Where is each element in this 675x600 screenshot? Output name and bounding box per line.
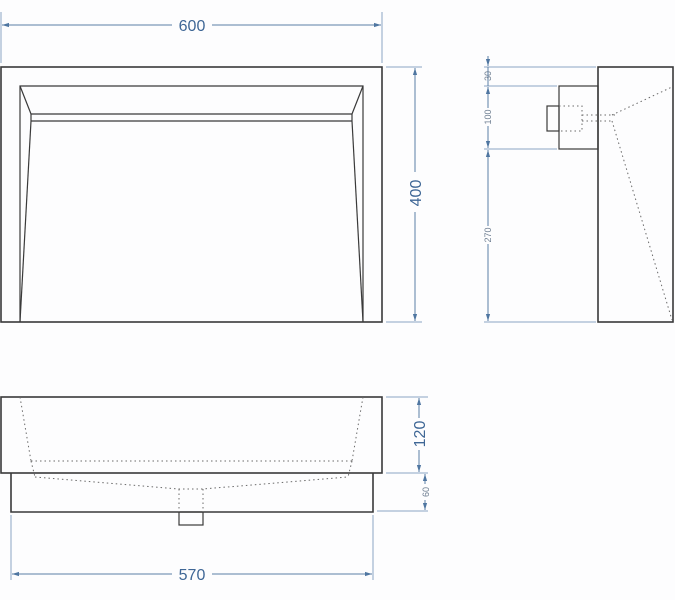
basin-base: [10, 473, 374, 513]
dim-height-120: 120: [412, 421, 429, 448]
dim-height-400: 400: [408, 180, 425, 207]
drain-outlet: [178, 511, 204, 526]
basin-body: [0, 396, 383, 474]
dim-side-270: 270: [483, 227, 493, 242]
dim-side-30: 30: [483, 71, 493, 81]
dim-base-60: 60: [421, 487, 431, 497]
side-view: 30 100 270: [483, 56, 674, 323]
dim-width-600: 600: [179, 18, 206, 35]
bottom-view: 120 60 570: [0, 396, 431, 584]
front-view: 600 400: [0, 12, 425, 323]
side-outline: [597, 66, 674, 323]
dim-width-570: 570: [179, 567, 206, 584]
mounting-tab: [546, 105, 560, 132]
front-outer-outline: [0, 66, 383, 323]
mounting-block: [558, 85, 599, 150]
dim-side-100: 100: [483, 109, 493, 124]
basin-rim: [19, 85, 364, 322]
